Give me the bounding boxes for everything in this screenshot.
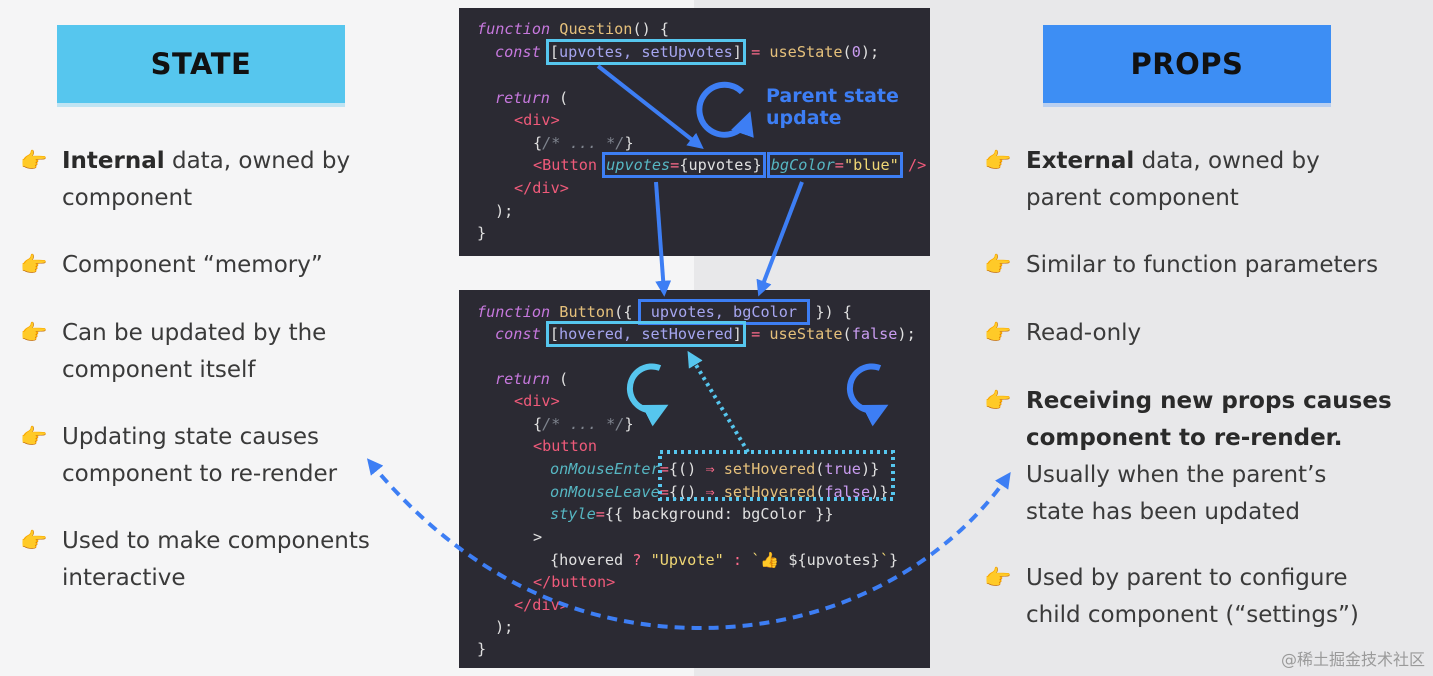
props-bullet-3: 👉 Read-only bbox=[984, 315, 1141, 352]
code-line: <Button upvotes={upvotes} bgColor="blue"… bbox=[533, 152, 927, 178]
pointing-hand-icon: 👉 bbox=[20, 321, 48, 346]
question-code-panel: function Question() { const [upvotes, se… bbox=[459, 8, 930, 256]
code-line: {hovered ? "Upvote" : `👍 ${upvotes}`} bbox=[550, 551, 899, 569]
pointing-hand-icon: 👉 bbox=[20, 149, 48, 174]
code-line: style={{ background: bgColor }} bbox=[550, 505, 834, 523]
pointing-hand-icon: 👉 bbox=[984, 321, 1012, 346]
state-to-prop-arrow bbox=[596, 64, 704, 149]
code-line: </div> bbox=[514, 596, 569, 614]
refresh-icon bbox=[846, 363, 889, 427]
code-line: <button bbox=[533, 437, 598, 455]
parent-state-update-label: Parent state update bbox=[766, 85, 899, 129]
refresh-icon bbox=[696, 81, 754, 138]
code-line: <div> bbox=[514, 392, 560, 410]
props-bullet-1: 👉 External data, owned by parent compone… bbox=[984, 143, 1320, 217]
code-line: } bbox=[477, 224, 487, 242]
code-line: function Question() { bbox=[477, 20, 670, 38]
state-bullet-2: 👉 Component “memory” bbox=[20, 247, 323, 284]
props-bullet-5: 👉 Used by parent to configure child comp… bbox=[984, 560, 1359, 634]
rerender-dashed-curve bbox=[366, 458, 1011, 631]
code-line: {/* ... */} bbox=[533, 134, 634, 152]
state-bullet-5: 👉 Used to make components interactive bbox=[20, 523, 370, 597]
state-title: STATE bbox=[150, 47, 252, 81]
code-line: return ( bbox=[495, 370, 569, 388]
code-line: ); bbox=[495, 202, 514, 220]
props-bullet-4: 👉 Receiving new props causes component t… bbox=[984, 383, 1392, 531]
pointing-hand-icon: 👉 bbox=[20, 253, 48, 278]
code-line: const [hovered, setHovered] = useState(f… bbox=[495, 321, 916, 347]
watermark: @稀土掘金技术社区 bbox=[1280, 650, 1425, 669]
state-bullet-3: 👉 Can be updated by the component itself bbox=[20, 315, 326, 389]
code-line: {/* ... */} bbox=[533, 415, 634, 433]
pointing-hand-icon: 👉 bbox=[984, 566, 1012, 591]
pointing-hand-icon: 👉 bbox=[20, 529, 48, 554]
code-line: } bbox=[477, 640, 487, 658]
bgcolor-prop-arrow bbox=[756, 181, 804, 297]
state-bullet-1: 👉 Internal data, owned by component bbox=[20, 143, 350, 217]
state-bullet-4: 👉 Updating state causes component to re-… bbox=[20, 419, 337, 493]
props-bullet-2: 👉 Similar to function parameters bbox=[984, 247, 1378, 284]
handlers-dotted-box bbox=[658, 450, 895, 501]
code-line: ); bbox=[495, 618, 514, 636]
props-header: PROPS bbox=[1043, 25, 1331, 103]
pointing-hand-icon: 👉 bbox=[20, 425, 48, 450]
pointing-hand-icon: 👉 bbox=[984, 253, 1012, 278]
refresh-icon bbox=[626, 363, 669, 427]
code-line: <div> bbox=[514, 111, 560, 129]
pointing-hand-icon: 👉 bbox=[984, 149, 1012, 174]
code-line: > bbox=[533, 528, 543, 546]
upvotes-prop-arrow bbox=[654, 181, 672, 297]
pointing-hand-icon: 👉 bbox=[984, 389, 1012, 414]
code-line: const [upvotes, setUpvotes] = useState(0… bbox=[495, 39, 880, 65]
code-line: return ( bbox=[495, 89, 569, 107]
state-header: STATE bbox=[57, 25, 345, 103]
code-line: </div> bbox=[514, 179, 569, 197]
code-line: function Button({ upvotes, bgColor }) { bbox=[477, 299, 852, 325]
code-line: </button> bbox=[533, 573, 616, 591]
handler-to-state-arrow bbox=[687, 350, 750, 454]
props-title: PROPS bbox=[1130, 47, 1244, 81]
